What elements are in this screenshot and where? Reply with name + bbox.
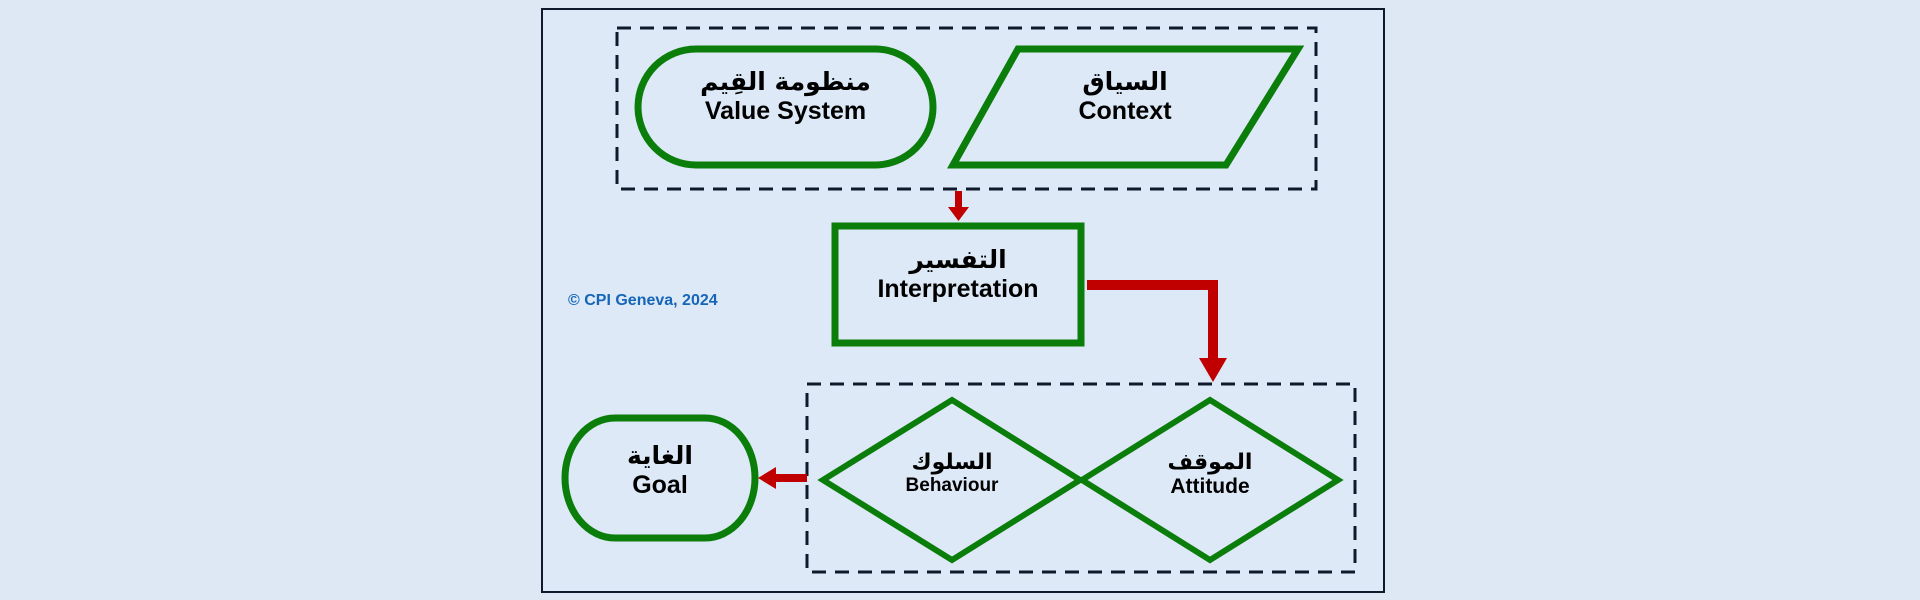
attitude-english: Attitude — [1170, 475, 1250, 499]
context-shape — [947, 45, 1305, 169]
arrow-outputs-to-goal-head — [758, 467, 776, 489]
value-system-arabic: منظومة القِيم — [700, 67, 871, 96]
interpretation-shape — [831, 222, 1085, 347]
inputs-group-box — [615, 26, 1318, 191]
goal-english: Goal — [632, 470, 688, 499]
interpretation-label: التفسير Interpretation — [835, 245, 1081, 304]
arrow-interpretation-to-attitude-shaft — [1087, 280, 1218, 360]
arrow-inputs-to-interpretation-head — [948, 207, 969, 221]
goal-arabic: الغاية — [626, 441, 693, 470]
value-system-label: منظومة القِيم Value System — [638, 67, 933, 126]
interpretation-arabic: التفسير — [909, 245, 1007, 274]
attitude-arabic: الموقف — [1167, 450, 1253, 475]
behaviour-shape — [817, 396, 1086, 564]
diagram-frame — [541, 8, 1385, 593]
behaviour-label: السلوك Behaviour — [872, 450, 1032, 497]
arrow-interpretation-to-attitude-head — [1199, 358, 1227, 382]
behaviour-english: Behaviour — [905, 475, 999, 497]
interpretation-english: Interpretation — [877, 274, 1039, 303]
context-arabic: السياق — [1082, 67, 1168, 96]
value-system-english: Value System — [704, 96, 867, 125]
behaviour-arabic: السلوك — [911, 450, 993, 475]
context-label: السياق Context — [990, 67, 1260, 126]
attitude-shape — [1076, 396, 1344, 564]
copyright-notice: © CPI Geneva, 2024 — [568, 292, 718, 309]
arrow-inputs-to-interpretation-shaft — [955, 191, 962, 209]
context-english: Context — [1078, 96, 1172, 125]
arrow-outputs-to-goal-shaft — [774, 474, 807, 482]
goal-label: الغاية Goal — [565, 441, 755, 500]
value-system-shape — [634, 45, 937, 169]
attitude-label: الموقف Attitude — [1130, 450, 1290, 499]
goal-shape — [561, 414, 759, 542]
